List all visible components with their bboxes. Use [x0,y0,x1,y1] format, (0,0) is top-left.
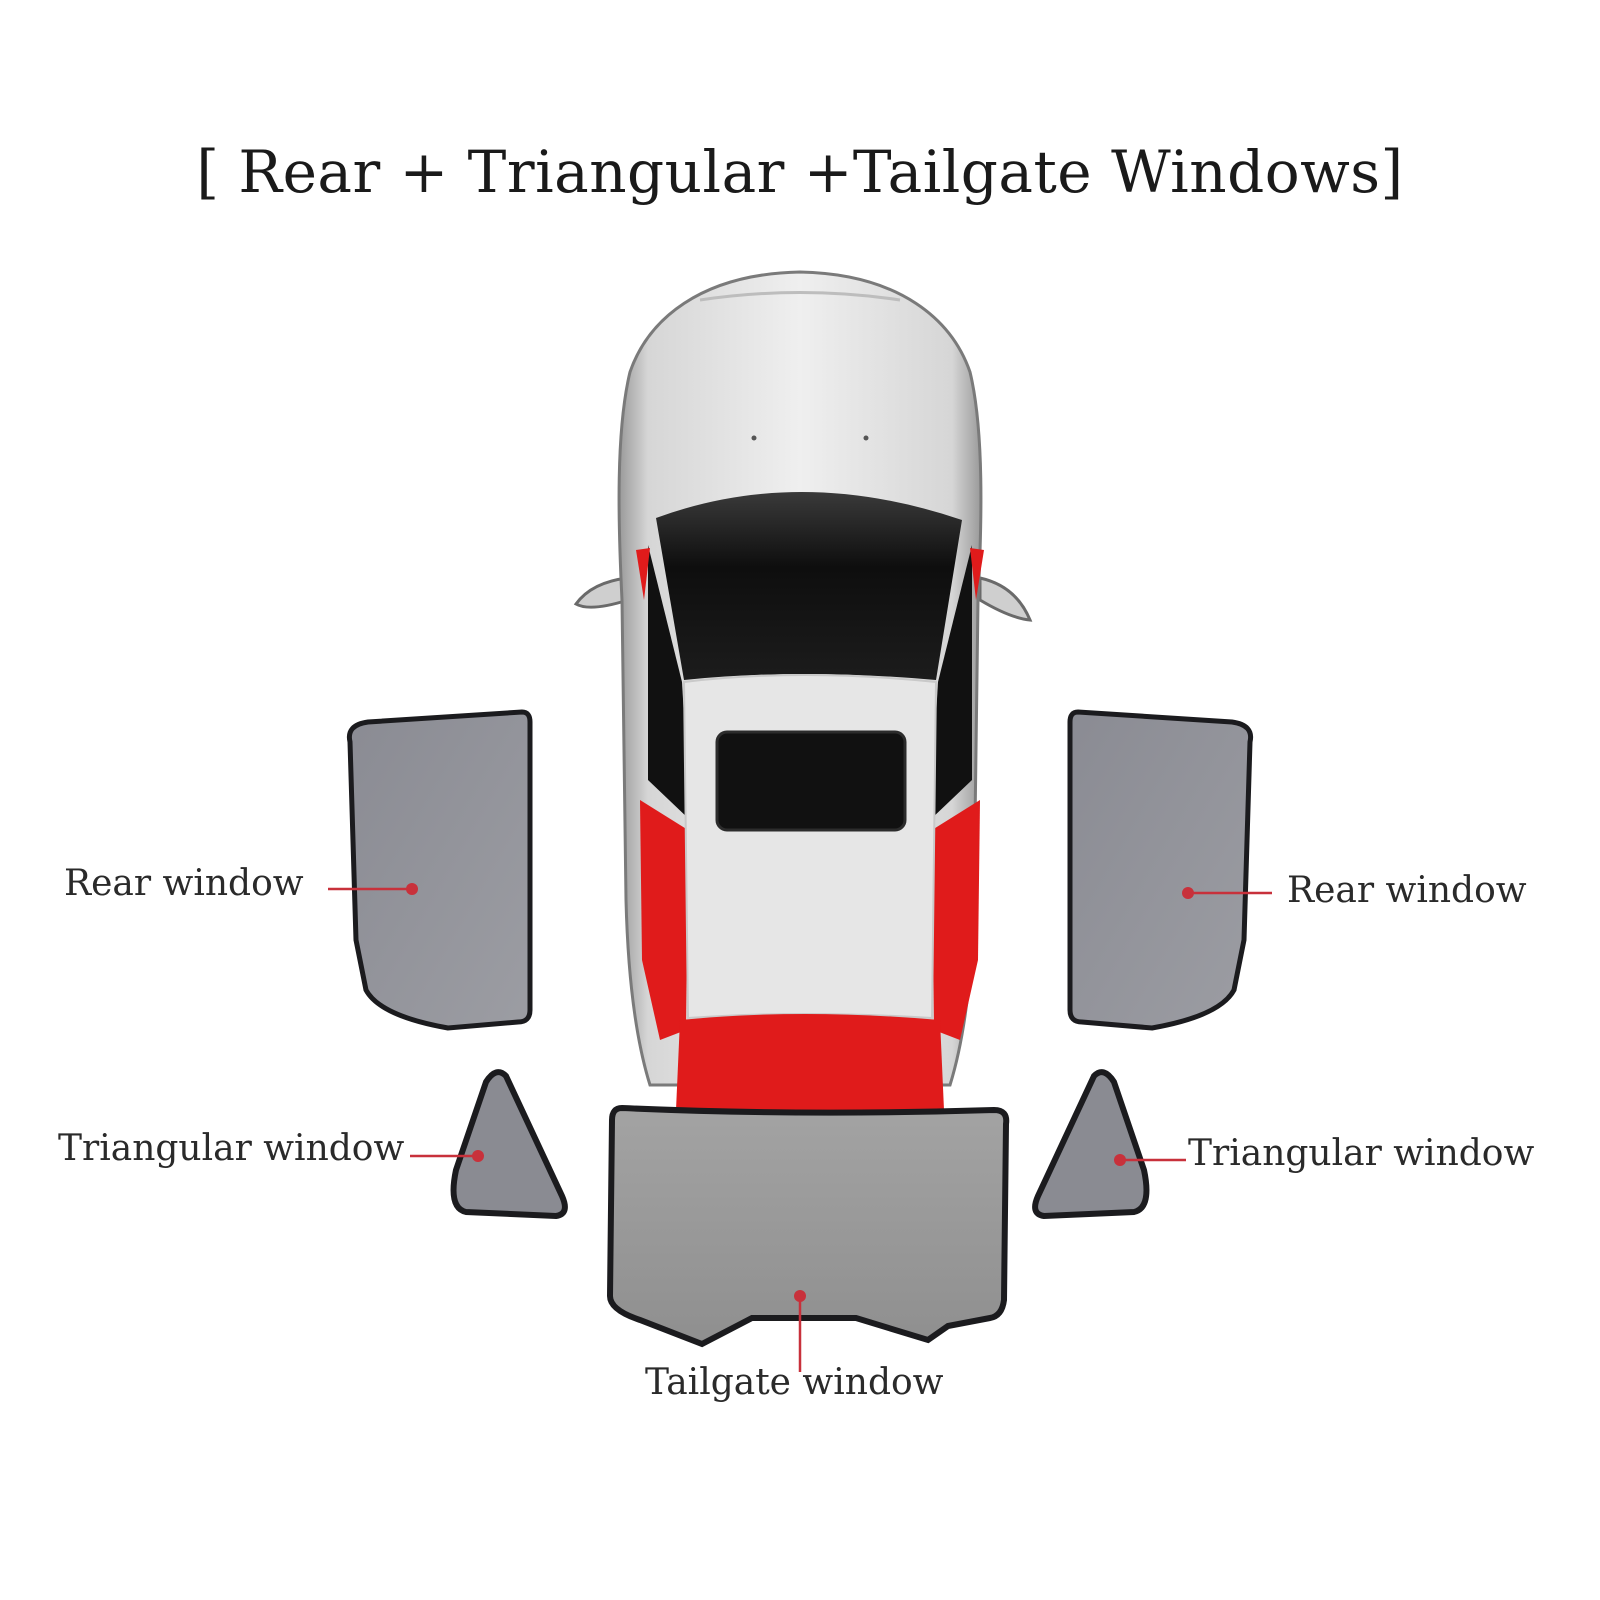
sunroof [715,730,907,832]
diagram-title: [ Rear + Triangular +Tailgate Windows] [196,138,1404,206]
tailgate-window-shade [606,1104,1010,1348]
roof [682,674,938,1020]
triangular-window-left [636,548,650,600]
leader-triangular-left [410,1150,484,1162]
leader-triangular-right [1114,1154,1186,1166]
triangular-window-right [970,548,984,600]
hood-crease [699,291,901,302]
label-triangular-window-right: Triangular window [1188,1133,1535,1174]
front-side-window-left [648,545,690,820]
leader-rear-left [328,883,418,895]
left-mirror [573,576,630,609]
washer-jet [751,435,757,441]
rear-side-window-right [932,800,980,1040]
label-rear-window-right: Rear window [1287,870,1527,911]
label-rear-window-left: Rear window [64,863,304,904]
washer-jet [863,435,869,441]
front-side-window-right [930,545,972,820]
rear-windshield-highlight [676,1014,944,1110]
rear-side-window-left [640,800,688,1040]
windshield [656,491,962,680]
leader-rear-right [1182,887,1272,899]
rear-window-shade-left [346,709,533,1031]
triangular-window-shade-right [1032,1069,1150,1220]
leader-tailgate [794,1290,806,1372]
rear-window-shade-right [1067,709,1254,1031]
car-illustration [573,270,1033,1110]
right-mirror [978,576,1033,622]
label-tailgate-window: Tailgate window [645,1362,944,1403]
triangular-window-shade-left [450,1069,568,1220]
label-triangular-window-left: Triangular window [58,1128,405,1169]
